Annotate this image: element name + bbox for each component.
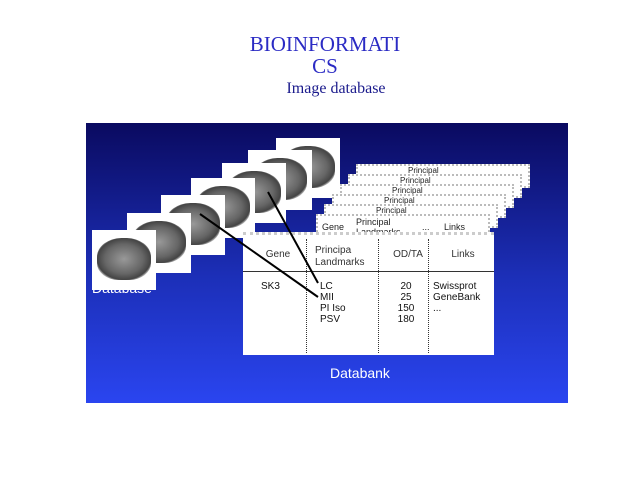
title-line2: CS <box>312 54 338 78</box>
header-landmarks: Principa Landmarks <box>315 245 365 268</box>
brain-slice-image <box>92 230 156 290</box>
title-line1: BIOINFORMATI <box>249 32 401 56</box>
subtitle: Image database <box>286 80 386 97</box>
databank-label: Databank <box>330 365 390 381</box>
databank-table: Gene Principa Landmarks OD/TA Links SK3 … <box>243 232 494 355</box>
arrow-line-lc <box>267 191 319 284</box>
header-odta: OD/TA <box>393 249 423 260</box>
gene-cell: SK3 <box>261 281 280 292</box>
arrow-line-mii <box>199 213 319 298</box>
header-gene: Gene <box>265 249 291 260</box>
database-label: Database <box>92 280 152 296</box>
header-links: Links <box>451 249 475 260</box>
